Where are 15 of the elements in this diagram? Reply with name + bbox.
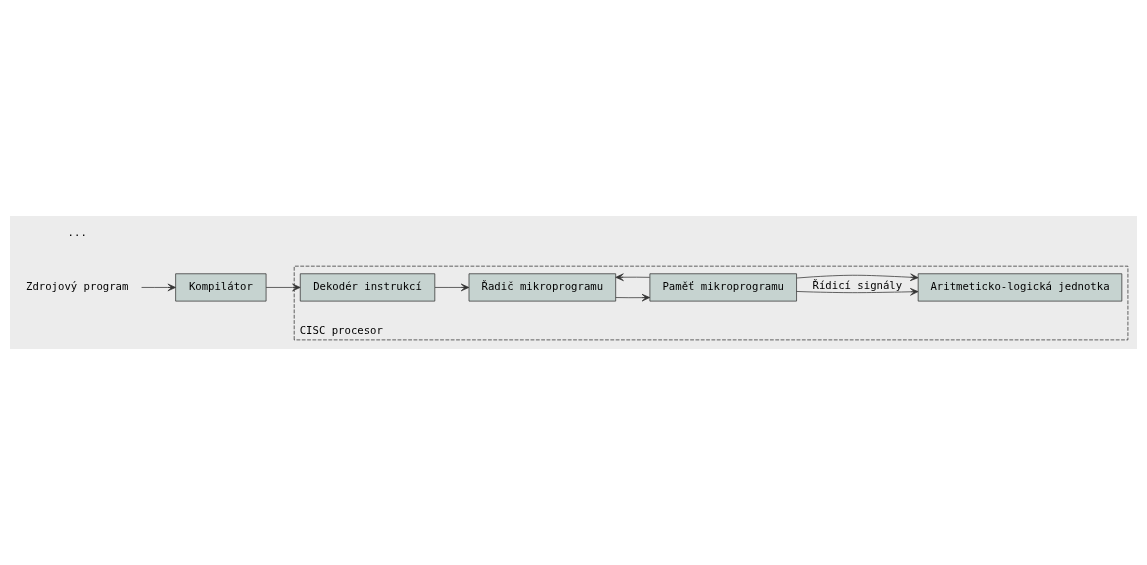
arrow (796, 273, 919, 282)
arrow (796, 288, 919, 296)
edge-label: Řídicí signály (812, 279, 903, 293)
label: ... (67, 225, 87, 239)
arrow (615, 273, 651, 282)
node-box: Dekodér instrukcí (299, 273, 436, 302)
arrow (434, 283, 470, 292)
node-box: Paměť mikroprogramu (649, 273, 797, 302)
node-box: Kompilátor (175, 273, 267, 302)
arrow (265, 283, 301, 292)
node-box: Aritmeticko-logická jednotka (917, 273, 1123, 302)
node-box: Řadič mikroprogramu (468, 273, 617, 302)
node-text: Zdrojový program (26, 280, 129, 294)
arrow (141, 283, 176, 292)
arrow (615, 293, 651, 302)
